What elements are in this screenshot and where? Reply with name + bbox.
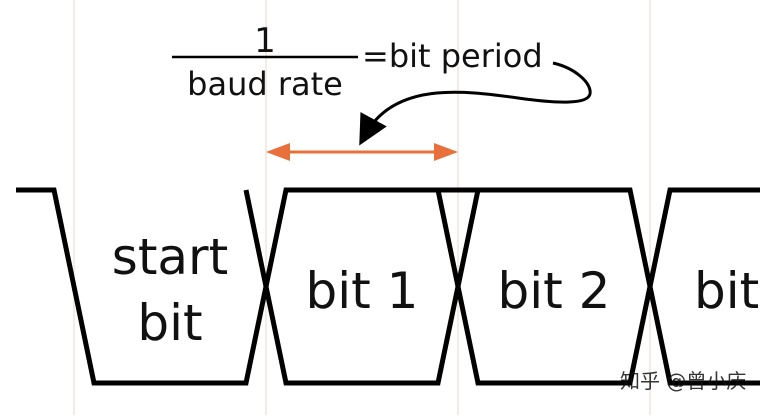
formula-denominator: baud rate [187, 65, 343, 103]
start-bit-label-line1: start [112, 228, 228, 286]
bit-1-label: bit 1 [306, 262, 419, 320]
watermark: 知乎 @曾小庆 [620, 369, 746, 393]
formula-numerator: 1 [254, 21, 276, 61]
formula: 1 baud rate =bit period [172, 21, 543, 103]
bit-partial-label: bit [694, 262, 759, 320]
cell-labels: start bit bit 1 bit 2 bit [112, 228, 759, 352]
start-bit-label-line2: bit [137, 294, 202, 352]
waveform-bit-1-lower [243, 189, 481, 386]
bit-period-arrow [266, 143, 458, 161]
formula-equals-bit-period: =bit period [362, 37, 543, 75]
waveform [16, 187, 760, 386]
gridlines [73, 0, 651, 415]
pointer-arrow [359, 61, 592, 146]
waveform-bit-2-upper [438, 187, 760, 386]
bit-period-arrowhead-left [266, 143, 290, 161]
bit-period-arrowhead-right [434, 143, 458, 161]
bit-2-label: bit 2 [498, 262, 611, 320]
